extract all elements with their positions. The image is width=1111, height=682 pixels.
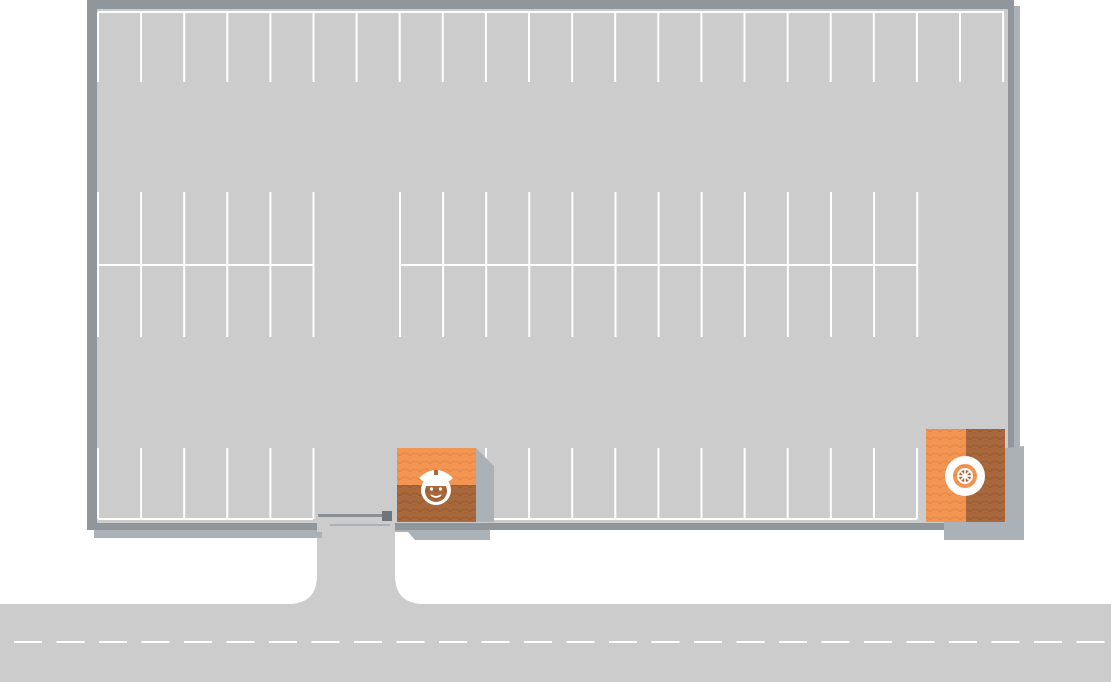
gate-post — [382, 511, 392, 521]
road-center-dashes — [14, 641, 1105, 643]
road-dash — [779, 641, 807, 643]
road-dash — [566, 641, 595, 643]
road-dash — [949, 641, 977, 643]
road-dash — [821, 641, 850, 643]
road-dash — [694, 641, 722, 643]
road-dash — [524, 641, 552, 643]
road-dash — [439, 641, 467, 643]
road-dash — [906, 641, 935, 643]
road-dash — [56, 641, 85, 643]
road-dash — [396, 641, 425, 643]
road-dash — [311, 641, 340, 643]
road-dash — [609, 641, 637, 643]
road-dash — [1034, 641, 1062, 643]
tire-shop[interactable] — [926, 429, 1024, 540]
entry-gate[interactable] — [318, 511, 392, 526]
lot-surface — [97, 9, 1008, 532]
road-dash — [184, 641, 212, 643]
road-dash — [354, 641, 382, 643]
road-dash — [651, 641, 680, 643]
road-dash — [226, 641, 255, 643]
road-dash — [991, 641, 1020, 643]
guard-booth[interactable] — [397, 448, 494, 522]
stall-lines — [97, 11, 1005, 520]
road-dash — [864, 641, 892, 643]
road-dash — [1076, 641, 1105, 643]
tire-icon — [945, 456, 985, 496]
road-dash — [14, 641, 42, 643]
police-officer-icon — [419, 470, 453, 505]
road-dash — [481, 641, 510, 643]
road-dash — [269, 641, 297, 643]
road-dash — [736, 641, 765, 643]
driveway — [288, 528, 424, 604]
road — [0, 604, 1111, 682]
road-dash — [141, 641, 170, 643]
road-dash — [99, 641, 127, 643]
